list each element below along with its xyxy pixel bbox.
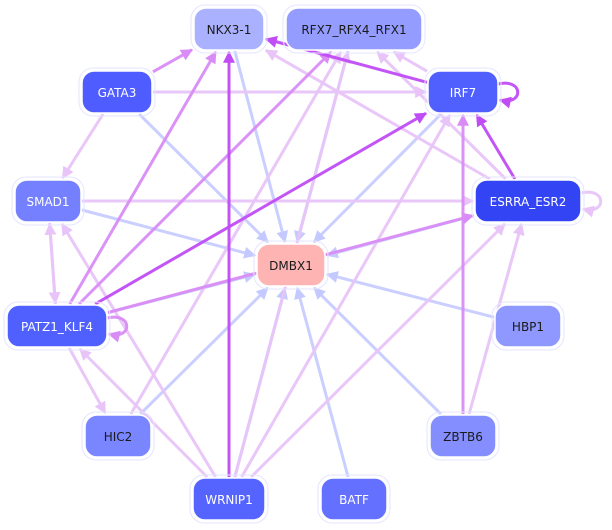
node-nkx3-1[interactable]: NKX3-1: [190, 4, 268, 54]
node-label: HBP1: [512, 320, 544, 334]
node-label: GATA3: [98, 86, 137, 100]
node-hbp1[interactable]: HBP1: [491, 301, 565, 351]
node-halo: [11, 176, 85, 226]
node-box: [429, 414, 497, 458]
edge-irf7-to-irf7: [497, 81, 520, 109]
edge-wrnip1-to-smad1: [60, 222, 217, 478]
edge-wrnip1-to-patz1-klf4: [78, 347, 209, 479]
edge-patz1-klf4-to-rfx7-rfx4-rfx1: [77, 50, 333, 306]
edge-esrra-esr2-to-esrra-esr2: [580, 190, 603, 218]
edge-esrra-esr2-to-nkx3-1: [264, 48, 491, 181]
node-box: [494, 304, 562, 348]
node-box: [84, 414, 152, 458]
node-hic2[interactable]: HIC2: [81, 411, 155, 461]
node-label: PATZ1_KLF4: [21, 320, 93, 334]
node-gata3[interactable]: GATA3: [78, 67, 156, 117]
edge-gata3-to-smad1: [61, 113, 105, 180]
node-box: [193, 7, 265, 51]
node-halo: [471, 176, 585, 226]
edge-wrnip1-to-irf7: [240, 113, 452, 478]
node-box: [6, 304, 108, 348]
edge-irf7-to-dmbx1: [312, 112, 443, 244]
node-smad1[interactable]: SMAD1: [11, 176, 85, 226]
node-halo: [317, 474, 391, 524]
node-halo: [282, 4, 426, 54]
edge-patz1-klf4-to-irf7: [94, 112, 428, 306]
node-label: NKX3-1: [207, 23, 252, 37]
node-dmbx1[interactable]: DMBX1: [253, 240, 329, 290]
node-halo: [190, 4, 268, 54]
node-esrra-esr2[interactable]: ESRRA_ESR2: [471, 176, 585, 226]
node-halo: [3, 301, 111, 351]
node-wrnip1[interactable]: WRNIP1: [189, 474, 269, 524]
node-label: BATF: [339, 493, 369, 507]
node-box: [81, 70, 153, 114]
node-label: WRNIP1: [205, 493, 253, 507]
node-label: SMAD1: [26, 195, 69, 209]
edge-gata3-to-nkx3-1: [152, 48, 194, 74]
edge-patz1-klf4-to-nkx3-1: [68, 50, 217, 305]
edge-hic2-to-dmbx1: [139, 286, 269, 416]
node-patz1-klf4[interactable]: PATZ1_KLF4: [3, 301, 111, 351]
node-box: [427, 70, 499, 114]
node-zbtb6[interactable]: ZBTB6: [426, 411, 500, 461]
node-label: DMBX1: [269, 259, 313, 273]
node-label: ZBTB6: [443, 430, 483, 444]
edge-nkx3-1-to-dmbx1: [233, 50, 289, 244]
edge-patz1-klf4-to-patz1-klf4: [106, 315, 129, 343]
node-halo: [426, 411, 500, 461]
node-halo: [491, 301, 565, 351]
edge-esrra-esr2-to-irf7: [475, 113, 517, 180]
node-halo: [253, 240, 329, 290]
node-halo: [424, 67, 502, 117]
edge-hic2-to-rfx7-rfx4-rfx1: [129, 50, 342, 415]
node-box: [320, 477, 388, 521]
node-halo: [78, 67, 156, 117]
node-halo: [81, 411, 155, 461]
edge-batf-to-dmbx1: [294, 286, 350, 478]
node-halo: [189, 474, 269, 524]
node-box: [256, 243, 326, 287]
node-label: ESRRA_ESR2: [490, 195, 567, 209]
edge-patz1-klf4-to-smad1: [44, 222, 57, 305]
node-label: IRF7: [450, 86, 476, 100]
node-irf7[interactable]: IRF7: [424, 67, 502, 117]
node-box: [14, 179, 82, 223]
node-rfx7-rfx4-rfx1[interactable]: RFX7_RFX4_RFX1: [282, 4, 426, 54]
edge-irf7-to-rfx7-rfx4-rfx1: [392, 50, 428, 73]
node-box: [474, 179, 582, 223]
node-label: HIC2: [104, 430, 133, 444]
edge-hbp1-to-dmbx1: [325, 271, 495, 319]
node-box: [285, 7, 423, 51]
node-box: [192, 477, 266, 521]
node-batf[interactable]: BATF: [317, 474, 391, 524]
node-label: RFX7_RFX4_RFX1: [301, 23, 406, 37]
edge-patz1-klf4-to-hic2: [67, 347, 107, 415]
